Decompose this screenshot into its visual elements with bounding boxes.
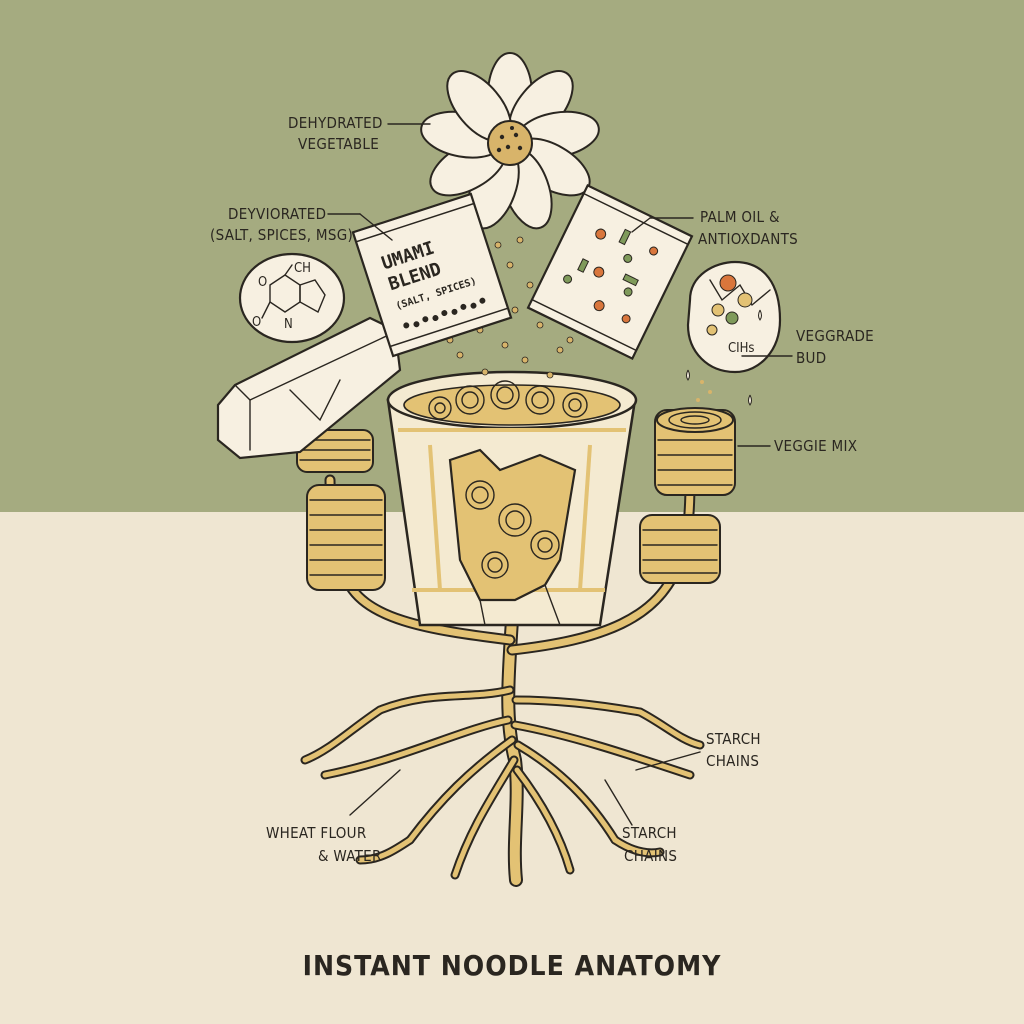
label-veggie-mix: VEGGIE MIX <box>774 437 857 455</box>
noodle-coil-left-upper <box>296 429 374 473</box>
noodle-cup-icon <box>386 370 638 627</box>
noodle-coil-left-lower <box>306 484 386 591</box>
molecule-atom-n: N <box>284 317 293 332</box>
label-seasoning-2: (SALT, SPICES, MSG) <box>210 226 353 244</box>
label-wheat-flour-2: & WATER <box>318 847 382 865</box>
broken-lid-icon <box>216 316 402 460</box>
label-palm-oil-1: PALM OIL & <box>700 208 780 226</box>
veggie-packet-icon <box>526 183 694 361</box>
molecule-atom-ch: CH <box>294 261 311 276</box>
umami-packet-icon: UMAMI BLEND (SALT, SPICES) <box>351 192 513 358</box>
noodle-coil-right-upper <box>654 407 736 496</box>
label-dehydrated-vegetable-2: VEGETABLE <box>298 135 379 153</box>
label-palm-oil-2: ANTIOXDANTS <box>698 230 798 248</box>
flower-icon <box>420 52 600 230</box>
label-veggrade-bud-1: VEGGRADE <box>796 327 874 345</box>
label-seasoning-1: DEYVIORATED <box>228 205 326 223</box>
leader-lines <box>327 123 793 826</box>
molecule-atom-o2: O <box>252 315 261 330</box>
molecule-atom-o1: O <box>258 275 267 290</box>
label-starch-chains-lower-1: STARCH <box>622 824 677 842</box>
label-starch-chains-lower-2: CHAINS <box>624 847 677 865</box>
label-dehydrated-vegetable-1: DEHYDRATED <box>288 114 383 132</box>
diagram-title: INSTANT NOODLE ANATOMY <box>303 949 722 982</box>
label-wheat-flour-1: WHEAT FLOUR <box>266 824 367 842</box>
label-starch-chains-upper-1: STARCH <box>706 730 761 748</box>
molecule-icon: CH O O N <box>238 252 346 344</box>
label-veggrade-bud-2: BUD <box>796 349 826 367</box>
cracked-capsule-icon: CIHs <box>686 260 782 406</box>
capsule-text: CIHs <box>728 341 755 356</box>
noodle-coil-right-lower <box>639 514 721 584</box>
label-starch-chains-upper-2: CHAINS <box>706 752 759 770</box>
root-icon <box>300 613 705 887</box>
